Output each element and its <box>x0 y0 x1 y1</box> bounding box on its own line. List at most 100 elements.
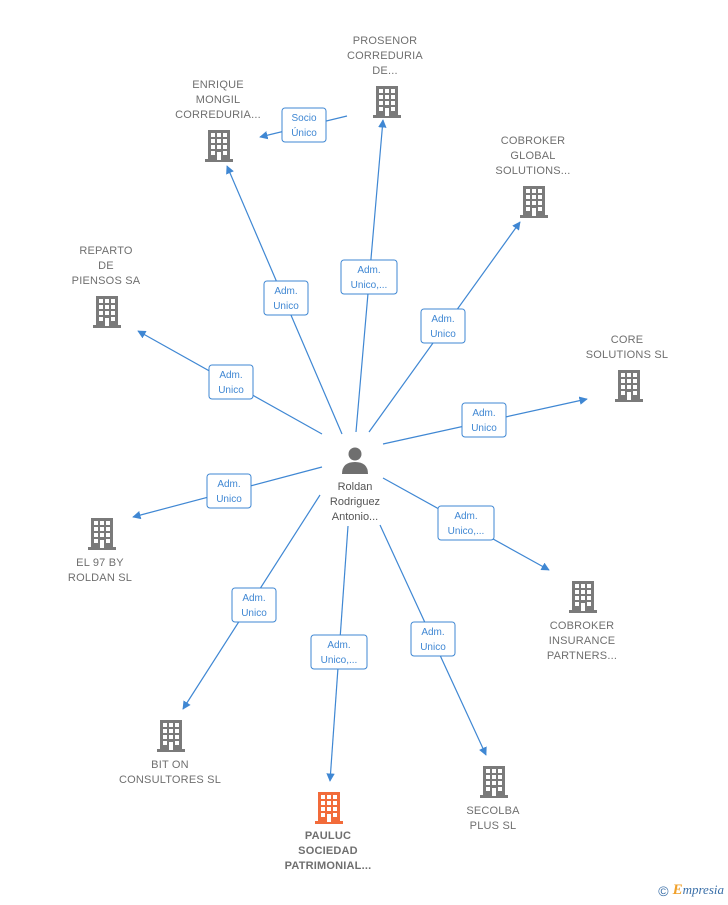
company-label: PIENSOS SA <box>72 275 141 287</box>
company-label: COBROKER <box>501 135 566 147</box>
company-node-pauluc[interactable]: PAULUC SOCIEDAD PATRIMONIAL... <box>285 792 372 872</box>
company-label: PLUS SL <box>470 820 517 832</box>
edge-label-box <box>231 587 277 623</box>
edge-label[interactable]: Adm. Unico,... <box>310 634 368 670</box>
company-node-core[interactable]: CORE SOLUTIONS SL <box>586 334 668 402</box>
edge-label-text: Unico <box>471 423 497 434</box>
company-label: PROSENOR <box>353 35 418 47</box>
edge-label-text: Socio <box>291 113 316 124</box>
company-node-enrique[interactable]: ENRIQUEMONGILCORREDURIA... <box>175 79 261 162</box>
company-label: BIT ON <box>151 759 189 771</box>
edge-label-text: Unico <box>218 385 244 396</box>
building-icon <box>88 518 116 550</box>
company-label: INSURANCE <box>549 635 616 647</box>
edge-label-text: Unico <box>273 301 299 312</box>
company-label: PATRIMONIAL... <box>285 860 372 872</box>
company-label: REPARTO <box>79 245 133 257</box>
edge-label[interactable]: Adm. Unico <box>231 587 277 623</box>
company-label: PAULUC <box>305 830 351 842</box>
edge-label[interactable]: Adm. Unico <box>410 621 456 657</box>
brand-initial: E <box>672 882 683 898</box>
edge-label-text: Unico,... <box>321 655 358 666</box>
company-node-el97[interactable]: EL 97 BY ROLDAN SL <box>68 518 132 584</box>
edge-label-text: Adm. <box>431 314 454 325</box>
edge-label-text: Adm. <box>327 640 350 651</box>
edge-label-text: Adm. <box>217 479 240 490</box>
edge-label-text: Unico <box>420 642 446 653</box>
brand-name: mpresia <box>682 882 724 897</box>
edge-secolba: Adm. Unico <box>379 524 487 756</box>
edge-biton: Adm. Unico <box>182 494 321 710</box>
company-label: PARTNERS... <box>547 650 617 662</box>
edge-label-box <box>420 308 466 344</box>
edge-label-text: Adm. <box>357 265 380 276</box>
edge-label[interactable]: Adm.Unico,... <box>340 259 398 295</box>
company-label: CORE <box>611 334 644 346</box>
edge-label-box <box>461 402 507 438</box>
building-icon <box>93 296 121 328</box>
brand-logo: © Empresia <box>658 882 724 899</box>
edge-el97: Adm. Unico <box>132 466 323 520</box>
company-label: GLOBAL <box>510 150 555 162</box>
company-label: DE <box>98 260 114 272</box>
company-node-reparto[interactable]: REPARTO DE PIENSOS SA <box>72 245 141 328</box>
edge-core: Adm.Unico <box>382 396 588 445</box>
edge-label-text: Unico <box>241 608 267 619</box>
company-label: ENRIQUE <box>192 79 244 91</box>
person-node-center[interactable]: RoldanRodriguezAntonio... <box>330 447 380 524</box>
edge-label-box <box>281 107 327 143</box>
edge-label[interactable]: Adm.Unico,... <box>437 505 495 541</box>
edge-label-text: Adm. <box>421 627 444 638</box>
edge-label-box <box>410 621 456 657</box>
building-icon <box>615 370 643 402</box>
edge-label[interactable]: Adm.Unico <box>420 308 466 344</box>
edge-label-text: Adm. <box>454 511 477 522</box>
building-icon <box>569 581 597 613</box>
company-node-prosenor[interactable]: PROSENORCORREDURIADE... <box>347 35 423 118</box>
person-label: Antonio... <box>332 511 378 523</box>
building-icon <box>480 766 508 798</box>
company-label: EL 97 BY <box>76 557 124 569</box>
building-icon <box>373 86 401 118</box>
company-label: SOLUTIONS SL <box>586 349 668 361</box>
edge-label[interactable]: Adm. Unico <box>263 280 309 316</box>
edge-label-box <box>437 505 495 541</box>
edge-label[interactable]: Adm.Unico <box>208 364 254 400</box>
edge-label-text: Unico <box>216 494 242 505</box>
edge-cobroker-global: Adm. Unico <box>368 221 521 433</box>
person-icon <box>342 447 368 474</box>
edge-pauluc: Adm. Unico,... <box>310 525 368 782</box>
company-label: SECOLBA <box>466 805 520 817</box>
edge-label-text: Adm. <box>242 593 265 604</box>
edge-label-box <box>340 259 398 295</box>
company-label: SOLUTIONS... <box>495 165 570 177</box>
company-node-cobroker-insurance[interactable]: COBROKER INSURANCE PARTNERS... <box>547 581 617 662</box>
edge-prosenor: Adm.Unico,... <box>340 119 398 433</box>
edge-reparto: Adm.Unico <box>137 330 323 435</box>
edge-label-box <box>206 473 252 509</box>
company-label: MONGIL <box>196 94 241 106</box>
company-node-biton[interactable]: BIT ON CONSULTORES SL <box>119 720 221 786</box>
company-label: COBROKER <box>550 620 615 632</box>
edge-label-text: Adm. <box>274 286 297 297</box>
edge-label-text: Único <box>291 126 317 139</box>
edge-cobroker-insurance: Adm.Unico,... <box>382 477 550 571</box>
copyright-symbol: © <box>658 882 669 899</box>
edge-enrique: Adm. Unico <box>226 165 343 435</box>
company-label: DE... <box>372 65 397 77</box>
edge-label[interactable]: Adm.Unico <box>461 402 507 438</box>
company-label: ROLDAN SL <box>68 572 132 584</box>
company-label: SOCIEDAD <box>298 845 358 857</box>
company-node-cobroker-global[interactable]: COBROKER GLOBAL SOLUTIONS... <box>495 135 570 218</box>
company-node-secolba[interactable]: SECOLBA PLUS SL <box>466 766 520 832</box>
building-icon <box>520 186 548 218</box>
company-label: CONSULTORES SL <box>119 774 221 786</box>
edge-label[interactable]: Adm. Unico <box>206 473 252 509</box>
person-label: Rodriguez <box>330 496 380 508</box>
building-icon <box>205 130 233 162</box>
building-icon <box>315 792 343 824</box>
building-icon <box>157 720 185 752</box>
